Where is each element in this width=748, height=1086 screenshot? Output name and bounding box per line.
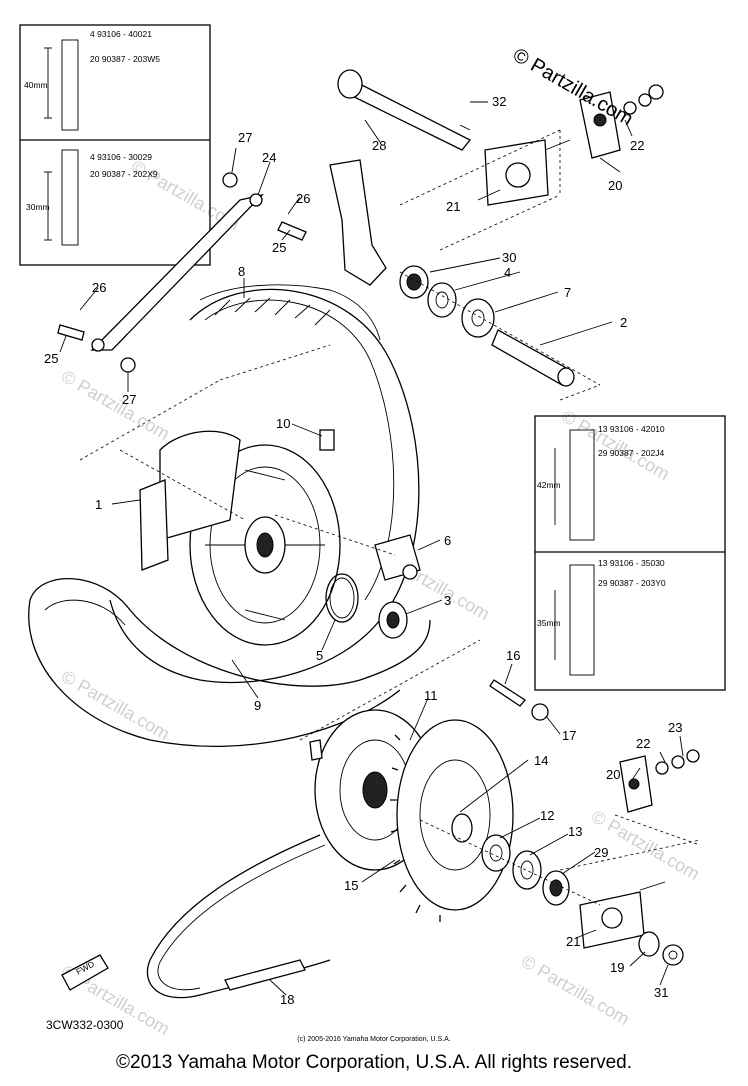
axle-plate-upper[interactable]	[484, 139, 571, 206]
leader-lines	[59, 101, 684, 996]
hub-bearing[interactable]	[378, 601, 408, 639]
inset-part-line: 29 90387 - 202J4	[598, 448, 664, 458]
part-label: 27	[122, 392, 136, 407]
part-label: 14	[534, 753, 548, 768]
brake-torque-arm[interactable]	[90, 193, 264, 352]
part-label: 18	[280, 992, 294, 1007]
part-label: 26	[92, 280, 106, 295]
part-label: 15	[344, 878, 358, 893]
sprocket-nut[interactable]	[531, 703, 549, 721]
part-label: 29	[594, 845, 608, 860]
rear-axle[interactable]	[337, 69, 472, 151]
inset-right: 42mm 13 93106 - 42010 29 90387 - 202J4 3…	[534, 415, 726, 691]
part-label: 19	[610, 960, 624, 975]
watermark-faint: © Partzilla.com	[58, 666, 173, 744]
inset-part-line: 4 93106 - 40021	[90, 29, 152, 39]
part-label: 6	[444, 533, 451, 548]
part-label: 24	[262, 150, 276, 165]
part-label: 9	[254, 698, 261, 713]
part-label: 10	[276, 416, 290, 431]
part-label: 25	[44, 351, 58, 366]
watermark-faint: © Partzilla.com	[558, 406, 673, 484]
valve-stem[interactable]	[319, 429, 335, 451]
part-label: 5	[316, 648, 323, 663]
sprocket-bearings[interactable]	[481, 834, 570, 906]
part-label: 22	[630, 138, 644, 153]
axle-bearings-upper[interactable]	[399, 265, 575, 387]
inset-dim: 30mm	[26, 202, 50, 212]
inset-top-left: 40mm 4 93106 - 40021 20 90387 - 203W5 30…	[19, 24, 211, 266]
part-label: 1	[95, 497, 102, 512]
part-label: 28	[372, 138, 386, 153]
guide-lines	[79, 129, 701, 906]
part-label: 8	[238, 264, 245, 279]
small-copyright: (c) 2005-2016 Yamaha Motor Corporation, …	[297, 1036, 451, 1043]
part-label: 13	[568, 824, 582, 839]
part-labels: 1 2 3 4 5 6 7 8 9 10 11 12 13 14 15 16 1…	[44, 94, 682, 1007]
part-label: 7	[564, 285, 571, 300]
part-label: 25	[272, 240, 286, 255]
inset-part-line: 13 93106 - 35030	[598, 558, 665, 568]
inset-part-line: 20 90387 - 202X9	[90, 169, 158, 179]
chain-puller-upper[interactable]	[579, 84, 664, 159]
caliper-bracket[interactable]	[329, 159, 387, 286]
watermark-faint: © Partzilla.com	[58, 366, 173, 444]
part-label: 27	[238, 130, 252, 145]
sprocket-stud[interactable]	[489, 679, 526, 707]
chain-puller-lower[interactable]	[619, 749, 700, 813]
part-label: 21	[446, 199, 460, 214]
part-label: 11	[424, 688, 438, 703]
part-label: 21	[566, 934, 580, 949]
part-label: 26	[296, 191, 310, 206]
diagram-code: 3CW332-0300	[46, 1018, 124, 1032]
rear-wheel-hub[interactable]	[139, 430, 341, 646]
part-label: 17	[562, 728, 576, 743]
damper-piece[interactable]	[374, 534, 421, 581]
part-label: 20	[606, 767, 620, 782]
inset-part-line: 13 93106 - 42010	[598, 424, 665, 434]
footer-copyright: ©2013 Yamaha Motor Corporation, U.S.A. A…	[116, 1052, 632, 1073]
drive-chain[interactable]	[146, 834, 331, 999]
inset-part-line: 20 90387 - 203W5	[90, 54, 160, 64]
axle-washer[interactable]	[638, 931, 660, 957]
hub-o-ring[interactable]	[325, 573, 359, 623]
inset-dim: 35mm	[537, 618, 561, 628]
part-label: 16	[506, 648, 520, 663]
part-label: 32	[492, 94, 506, 109]
part-label: 3	[444, 593, 451, 608]
part-label: 30	[502, 250, 516, 265]
rear-tire[interactable]	[109, 284, 420, 684]
part-label: 12	[540, 808, 554, 823]
part-label: 22	[636, 736, 650, 751]
part-label: 2	[620, 315, 627, 330]
part-label: 31	[654, 985, 668, 1000]
axle-nut[interactable]	[662, 944, 684, 966]
inset-dim: 42mm	[537, 480, 561, 490]
inset-part-line: 29 90387 - 203Y0	[598, 578, 666, 588]
part-label: 20	[608, 178, 622, 193]
inset-part-line: 4 93106 - 30029	[90, 152, 152, 162]
inset-dim: 40mm	[24, 80, 48, 90]
part-label: 4	[504, 265, 511, 280]
fwd-arrow: FWD	[61, 954, 109, 991]
part-label: 23	[668, 720, 682, 735]
